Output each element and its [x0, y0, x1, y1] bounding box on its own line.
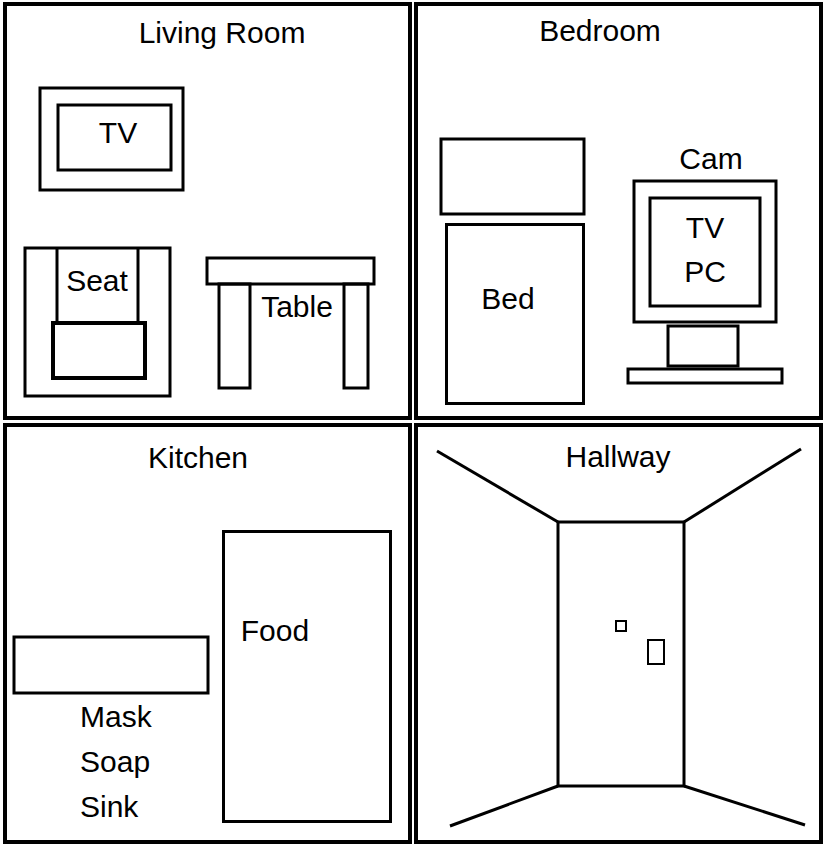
item-label: Mask — [80, 700, 200, 735]
pillow — [441, 139, 584, 214]
wall-line — [450, 786, 558, 826]
wall-line — [684, 449, 801, 522]
door-handle — [648, 640, 664, 664]
outline-part — [668, 326, 738, 366]
room-heading: Hallway — [518, 440, 718, 475]
device-label: Cam — [671, 142, 751, 177]
device-label: TV PC — [677, 206, 733, 294]
wall-line — [437, 451, 558, 522]
room-heading: Living Room — [72, 16, 372, 51]
outline-part — [53, 323, 145, 378]
outline-part — [628, 369, 782, 383]
counter — [14, 637, 208, 693]
peephole — [616, 621, 626, 631]
outline-part — [207, 258, 374, 284]
room: KitchenFood — [3, 423, 412, 844]
furniture-label: TV — [73, 116, 163, 151]
door — [558, 522, 684, 786]
outline-part — [634, 181, 776, 322]
furniture-label: Food — [235, 614, 315, 649]
tv-set: TV — [40, 88, 183, 190]
furniture-label: Bed — [458, 282, 558, 317]
room-heading: Bedroom — [450, 14, 750, 49]
outline-part — [650, 198, 760, 306]
furniture-label: Table — [253, 290, 341, 325]
outline-part — [25, 248, 170, 396]
outline-part — [40, 88, 183, 190]
room: Living RoomTV SeatTable — [3, 2, 412, 420]
room: BedroomBed Cam TV PC — [414, 2, 823, 420]
item-label: Soap — [80, 745, 200, 780]
bed: Bed — [445, 223, 585, 405]
monitor: Cam TV PC — [627, 140, 784, 385]
room-heading: Kitchen — [48, 441, 348, 476]
wall-line — [684, 786, 805, 825]
outline-part — [219, 284, 250, 388]
furniture-label: Seat — [60, 264, 134, 299]
room: Hallway — [414, 423, 823, 844]
table: Table — [206, 257, 376, 390]
outline-part — [56, 248, 59, 323]
outline-part — [344, 284, 368, 388]
table-outline — [206, 257, 376, 390]
item-label: Sink — [80, 790, 200, 825]
outline-part — [137, 248, 140, 323]
outline-part — [58, 105, 171, 170]
seat: Seat — [24, 247, 171, 397]
fridge: Food — [222, 530, 392, 823]
